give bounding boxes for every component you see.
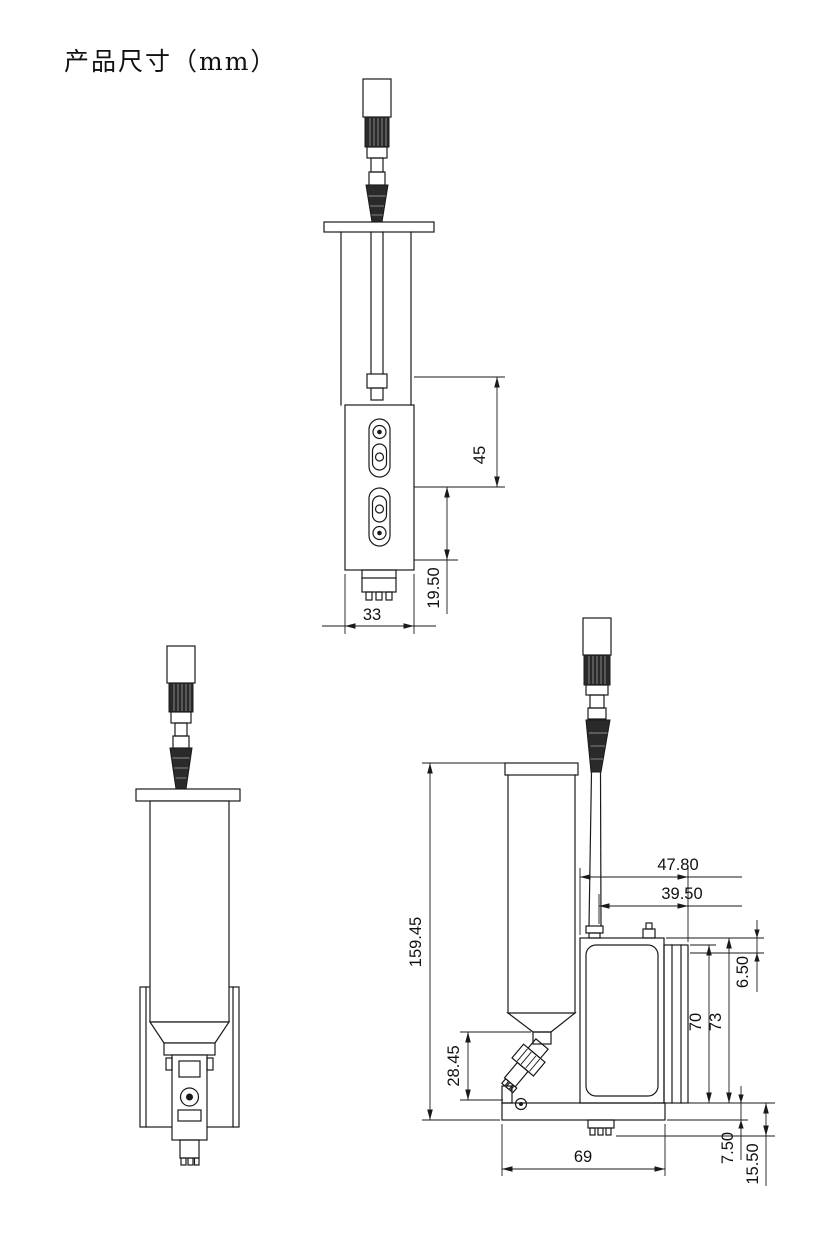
dim-bottom-refs — [616, 1102, 775, 1137]
page-title: 产品尺寸（mm） — [64, 47, 277, 76]
flange-2 — [135, 788, 241, 802]
connector-plug-2 — [166, 645, 196, 790]
flange — [323, 221, 435, 233]
dim-47-80: 47.80 — [579, 856, 742, 942]
dim-69: 69 — [501, 1124, 666, 1176]
cable — [585, 771, 604, 939]
dim-7-50: 7.50 — [719, 1086, 744, 1164]
syringe-3 — [504, 762, 579, 1045]
front-view: 45 19.50 33 — [322, 78, 505, 634]
dim-69-label: 69 — [574, 1148, 592, 1166]
dim-70: 70 — [687, 944, 716, 1103]
dim-70-label: 70 — [687, 1013, 705, 1031]
outlet-fitting — [361, 569, 397, 601]
dim-47-80-label: 47.80 — [657, 856, 698, 874]
dim-73-label: 73 — [707, 1013, 725, 1031]
dim-6-50: 6.50 — [666, 920, 764, 992]
dim-73: 73 — [707, 938, 732, 1103]
screw-head — [514, 1097, 528, 1111]
dispense-head-2 — [165, 1054, 214, 1166]
left-side-view — [135, 645, 241, 1166]
dim-33: 33 — [322, 574, 436, 634]
dim-39-50-label: 39.50 — [661, 885, 702, 903]
dim-28-45-label: 28.45 — [445, 1045, 463, 1086]
dim-19-50: 19.50 — [414, 487, 458, 614]
right-side-view: 159.45 47.80 39.50 6.50 70 — [407, 617, 775, 1186]
dim-45-label: 45 — [471, 446, 489, 464]
dim-6-50-label: 6.50 — [734, 956, 752, 988]
dim-39-50: 39.50 — [598, 885, 742, 924]
dim-159-45: 159.45 — [407, 762, 505, 1121]
valve-body — [344, 404, 415, 571]
dim-15-50: 15.50 — [744, 1103, 769, 1186]
dim-159-45-label: 159.45 — [407, 917, 425, 967]
dim-15-50-label: 15.50 — [744, 1143, 762, 1184]
angled-nozzle — [500, 1038, 549, 1094]
dim-33-label: 33 — [363, 606, 381, 624]
connector-plug-3 — [582, 617, 612, 773]
dim-19-50-label: 19.50 — [425, 567, 443, 608]
connector-plug — [362, 78, 392, 223]
screw-head-dot — [519, 1102, 523, 1106]
dim-28-45: 28.45 — [445, 1031, 531, 1101]
dim-7-50-label: 7.50 — [719, 1132, 737, 1164]
syringe-barrel-2 — [148, 800, 231, 1056]
base-plate — [501, 1085, 666, 1136]
valve-body-3 — [579, 922, 665, 1104]
dim-45: 45 — [414, 376, 505, 488]
syringe-barrel — [340, 231, 412, 406]
mounting-plate — [663, 944, 689, 1104]
